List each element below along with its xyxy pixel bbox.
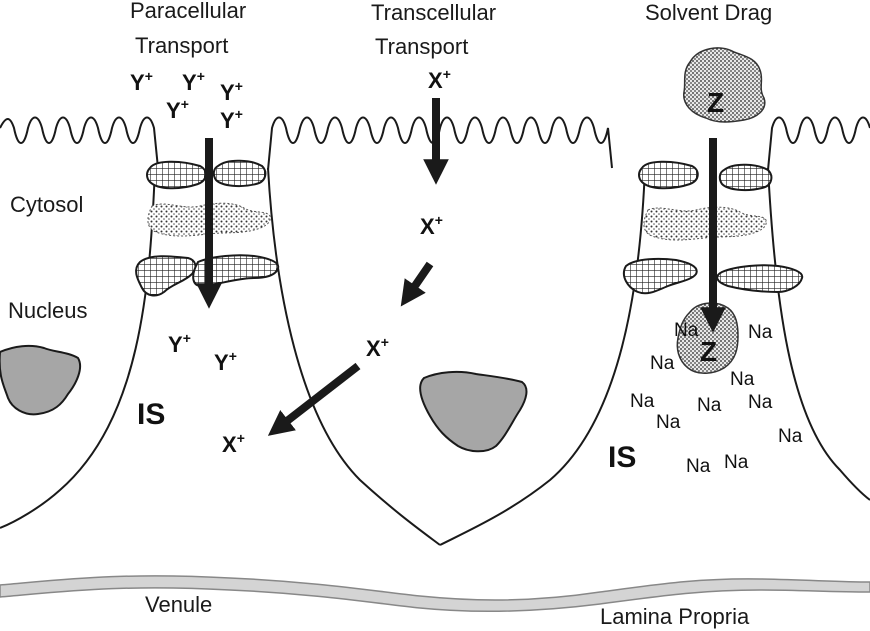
solute-z-blob-top — [683, 47, 766, 123]
cell-membrane-middle-right — [439, 167, 646, 546]
y-ion: Y+ — [214, 348, 237, 375]
y-ion: Y+ — [130, 68, 153, 95]
cell-membrane-right — [767, 167, 870, 501]
transcellular-arrow-3 — [267, 362, 361, 436]
tight-junction-left-b — [212, 159, 267, 188]
y-ion-group: Y+ Y+ Y+ Y+ Y+ Y+ Y+ — [130, 68, 243, 375]
x-ion: X+ — [428, 66, 451, 93]
na-ion: Na — [630, 391, 655, 412]
y-ion: Y+ — [220, 106, 243, 133]
microvilli-left — [0, 116, 159, 169]
header-paracellular-line2: Transport — [135, 33, 228, 58]
y-ion: Y+ — [182, 68, 205, 95]
desmosome-right-b — [716, 264, 804, 294]
solute-z-label-bottom: Z — [700, 336, 717, 367]
desmosome-left-a — [135, 255, 197, 297]
nucleus-middle — [419, 370, 528, 453]
is-label-right: IS — [608, 441, 636, 474]
na-ion: Na — [748, 322, 773, 343]
lamina-propria-label: Lamina Propria — [600, 604, 750, 629]
header-transcellular-line1: Transcellular — [371, 0, 496, 25]
y-ion: Y+ — [168, 330, 191, 357]
header-paracellular-line1: Paracellular — [130, 0, 246, 23]
cell-membrane-left — [0, 167, 156, 529]
nucleus-label: Nucleus — [8, 298, 87, 323]
nucleus-left — [0, 344, 82, 416]
y-ion: Y+ — [166, 96, 189, 123]
desmosome-right-a — [622, 257, 698, 295]
sodium-ion-group: Na Na Na Na Na Na Na Na Na Na Na — [630, 320, 803, 477]
microvilli-right — [767, 116, 870, 171]
cell-membrane-middle-left — [267, 167, 441, 546]
venule-label: Venule — [145, 592, 212, 617]
header-solvent-drag: Solvent Drag — [645, 0, 772, 25]
na-ion: Na — [656, 412, 681, 433]
tight-junction-right-b — [718, 163, 773, 192]
na-ion: Na — [724, 452, 749, 473]
is-label-left: IS — [137, 398, 165, 431]
x-ion: X+ — [366, 334, 389, 361]
x-ion: X+ — [222, 430, 245, 457]
tight-junction-right-a — [638, 160, 699, 190]
x-ion: X+ — [420, 212, 443, 239]
na-ion: Na — [686, 456, 711, 477]
y-ion: Y+ — [220, 78, 243, 105]
transcellular-arrow-2 — [400, 261, 434, 307]
header-transcellular-line2: Transport — [375, 34, 468, 59]
na-ion: Na — [650, 353, 675, 374]
na-ion: Na — [748, 392, 773, 413]
adherens-junction-right — [643, 206, 767, 241]
venule-vessel — [0, 575, 870, 613]
na-ion: Na — [697, 395, 722, 416]
na-ion: Na — [778, 426, 803, 447]
x-ion-group: X+ X+ X+ X+ — [222, 66, 451, 457]
solute-z-label-top: Z — [707, 87, 724, 118]
na-ion: Na — [674, 320, 699, 341]
cytosol-label: Cytosol — [10, 192, 83, 217]
na-ion: Na — [730, 369, 755, 390]
tight-junction-left-a — [146, 160, 207, 190]
